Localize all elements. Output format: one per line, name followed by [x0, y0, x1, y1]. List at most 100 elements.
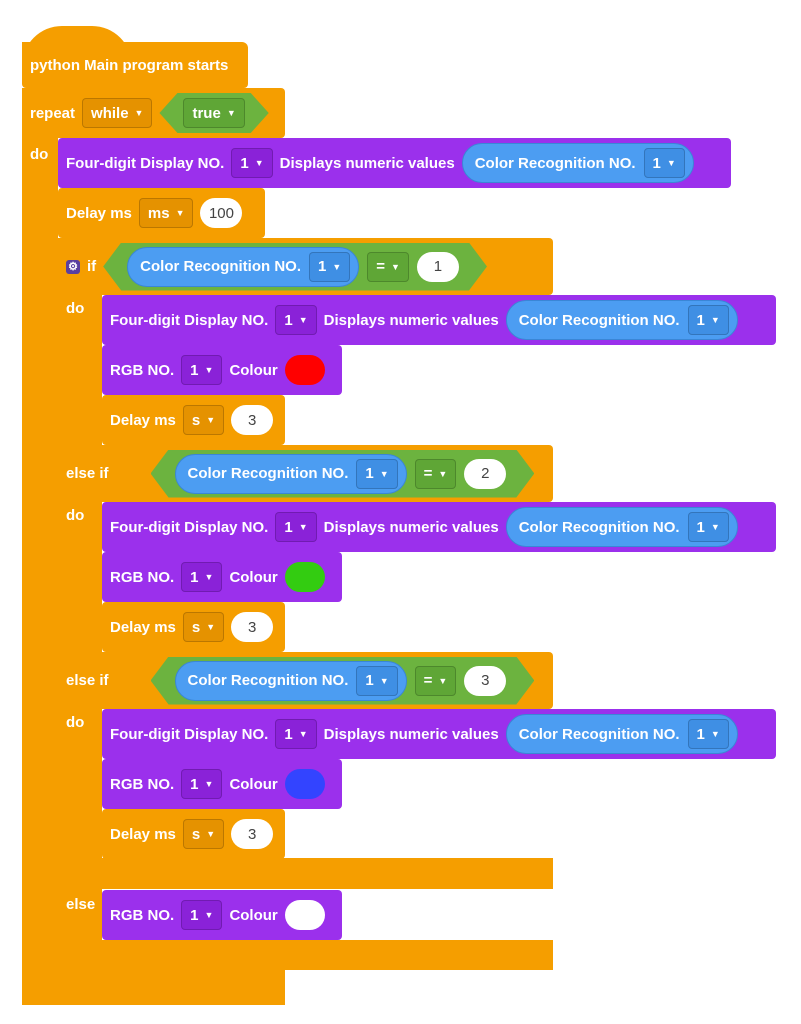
colour-swatch[interactable]	[284, 900, 325, 930]
color-recognition-block[interactable]: Color Recognition NO.1▼	[461, 143, 694, 183]
delay-value-input[interactable]: 3	[231, 405, 274, 435]
four-digit-display-block[interactable]: Four-digit Display NO.1▼Displays numeric…	[102, 502, 776, 552]
rgb-no-dropdown[interactable]: 1▼	[181, 562, 223, 592]
do-label: do	[66, 714, 85, 731]
four-digit-display-block[interactable]: Four-digit Display NO.1▼Displays numeric…	[102, 295, 776, 345]
operator-dropdown[interactable]: =▼	[415, 666, 457, 696]
color-recognition-label: Color Recognition NO.	[140, 258, 301, 275]
color-recognition-block[interactable]: Color Recognition NO.1▼	[175, 661, 407, 701]
display-no-dropdown[interactable]: 1▼	[275, 512, 317, 542]
rgb-no-dropdown[interactable]: 1▼	[181, 355, 223, 385]
rgb-no-dropdown-value: 1	[190, 568, 199, 586]
delay-unit-dropdown[interactable]: ms▼	[138, 198, 194, 228]
compare-value-input[interactable]: 2	[464, 459, 506, 489]
chevron-down-icon: ▼	[332, 261, 342, 272]
block-label: Displays numeric values	[279, 154, 455, 172]
operator-dropdown[interactable]: =▼	[415, 459, 457, 489]
compare-condition[interactable]: Color Recognition NO.1▼ =▼3	[151, 657, 535, 705]
display-no-dropdown-value: 1	[284, 518, 293, 536]
chevron-down-icon: ▼	[204, 779, 214, 789]
colour-swatch[interactable]	[284, 562, 325, 592]
display-no-dropdown-value: 1	[284, 311, 293, 329]
display-no-dropdown-value: 1	[240, 154, 249, 172]
block-label: python Main program starts	[30, 56, 229, 74]
delay-value-input[interactable]: 3	[231, 819, 274, 849]
color-recognition-no-dropdown[interactable]: 1▼	[356, 459, 397, 489]
color-recognition-no-dropdown-value: 1	[696, 311, 705, 329]
color-recognition-block[interactable]: Color Recognition NO. 1▼	[505, 507, 738, 547]
rgb-no-dropdown[interactable]: 1▼	[181, 769, 223, 799]
chevron-down-icon: ▼	[226, 108, 236, 118]
display-no-dropdown-value: 1	[284, 725, 293, 743]
rgb-colour-block[interactable]: RGB NO.1▼Colour	[102, 759, 342, 809]
repeat-mode-dropdown[interactable]: while ▼	[82, 98, 153, 128]
color-recognition-no-dropdown[interactable]: 1▼	[687, 305, 729, 335]
gear-icon[interactable]: ⚙	[66, 259, 80, 274]
color-recognition-no-dropdown[interactable]: 1▼	[643, 148, 685, 178]
color-recognition-no-dropdown-value: 1	[365, 672, 374, 689]
display-no-dropdown[interactable]: 1▼	[275, 305, 317, 335]
color-recognition-block[interactable]: Color Recognition NO.1▼	[175, 454, 407, 494]
color-recognition-block[interactable]: Color Recognition NO.1▼	[505, 714, 738, 754]
display-no-dropdown[interactable]: 1▼	[231, 148, 273, 178]
color-recognition-label: Color Recognition NO.	[518, 518, 680, 536]
delay-unit-dropdown[interactable]: s▼	[182, 612, 225, 642]
chevron-down-icon: ▼	[204, 572, 214, 582]
delay-unit-dropdown[interactable]: s▼	[182, 819, 225, 849]
colour-swatch[interactable]	[284, 769, 325, 799]
rgb-colour-block[interactable]: RGB NO. 1▼ Colour	[102, 890, 342, 940]
color-recognition-no-dropdown-value: 1	[365, 465, 374, 482]
delay-unit-dropdown-value: ms	[147, 204, 170, 222]
four-digit-display-block[interactable]: Four-digit Display NO.1▼Displays numeric…	[58, 138, 731, 188]
chevron-down-icon: ▼	[710, 315, 720, 325]
delay-value-input[interactable]: 100	[200, 198, 243, 228]
chevron-down-icon: ▼	[204, 910, 214, 920]
boolean-dropdown-value: true	[192, 104, 221, 122]
color-recognition-block[interactable]: Color Recognition NO.1▼	[505, 300, 738, 340]
color-recognition-label: Color Recognition NO.	[187, 465, 349, 482]
delay-value-input[interactable]: 3	[231, 612, 274, 642]
rgb-colour-block[interactable]: RGB NO.1▼Colour	[102, 345, 342, 395]
delay-unit-dropdown[interactable]: s▼	[182, 405, 225, 435]
chevron-down-icon: ▼	[379, 468, 389, 479]
block-label: Displays numeric values	[323, 518, 499, 536]
chevron-down-icon: ▼	[710, 522, 720, 532]
delay-unit-dropdown-value: s	[191, 618, 201, 636]
boolean-dropdown[interactable]: true ▼	[183, 98, 244, 128]
block-label: RGB NO.	[110, 906, 175, 924]
color-recognition-no-dropdown[interactable]: 1▼	[687, 719, 729, 749]
color-recognition-no-dropdown-value: 1	[318, 258, 327, 275]
repeat-mode-dropdown-value: while	[91, 104, 129, 122]
compare-value-input[interactable]: 1	[417, 252, 459, 282]
main-program-hat-block[interactable]: python Main program starts	[22, 42, 248, 88]
repeat-bottom	[22, 970, 285, 1005]
chevron-down-icon: ▼	[134, 108, 144, 118]
compare-condition[interactable]: Color Recognition NO.1▼=▼2	[151, 450, 535, 498]
color-recognition-no-dropdown[interactable]: 1▼	[687, 512, 729, 542]
color-recognition-no-dropdown[interactable]: 1▼	[309, 252, 350, 282]
block-label: RGB NO.	[110, 361, 175, 379]
operator-dropdown[interactable]: =▼	[367, 252, 409, 282]
compare-value-input[interactable]: 3	[464, 666, 506, 696]
true-condition[interactable]: true ▼	[159, 93, 268, 133]
four-digit-display-block[interactable]: Four-digit Display NO.1▼Displays numeric…	[102, 709, 776, 759]
colour-swatch[interactable]	[284, 355, 325, 385]
color-recognition-no-dropdown-value: 1	[652, 154, 661, 172]
block-label: Colour	[229, 906, 278, 924]
display-no-dropdown[interactable]: 1▼	[275, 719, 317, 749]
else-label: else	[66, 896, 96, 913]
rgb-no-dropdown[interactable]: 1▼	[181, 900, 223, 930]
color-recognition-no-dropdown[interactable]: 1▼	[356, 666, 397, 696]
compare-condition[interactable]: Color Recognition NO.1▼=▼1	[103, 243, 487, 291]
rgb-colour-block[interactable]: RGB NO.1▼Colour	[102, 552, 342, 602]
color-recognition-block[interactable]: Color Recognition NO.1▼	[127, 247, 359, 287]
